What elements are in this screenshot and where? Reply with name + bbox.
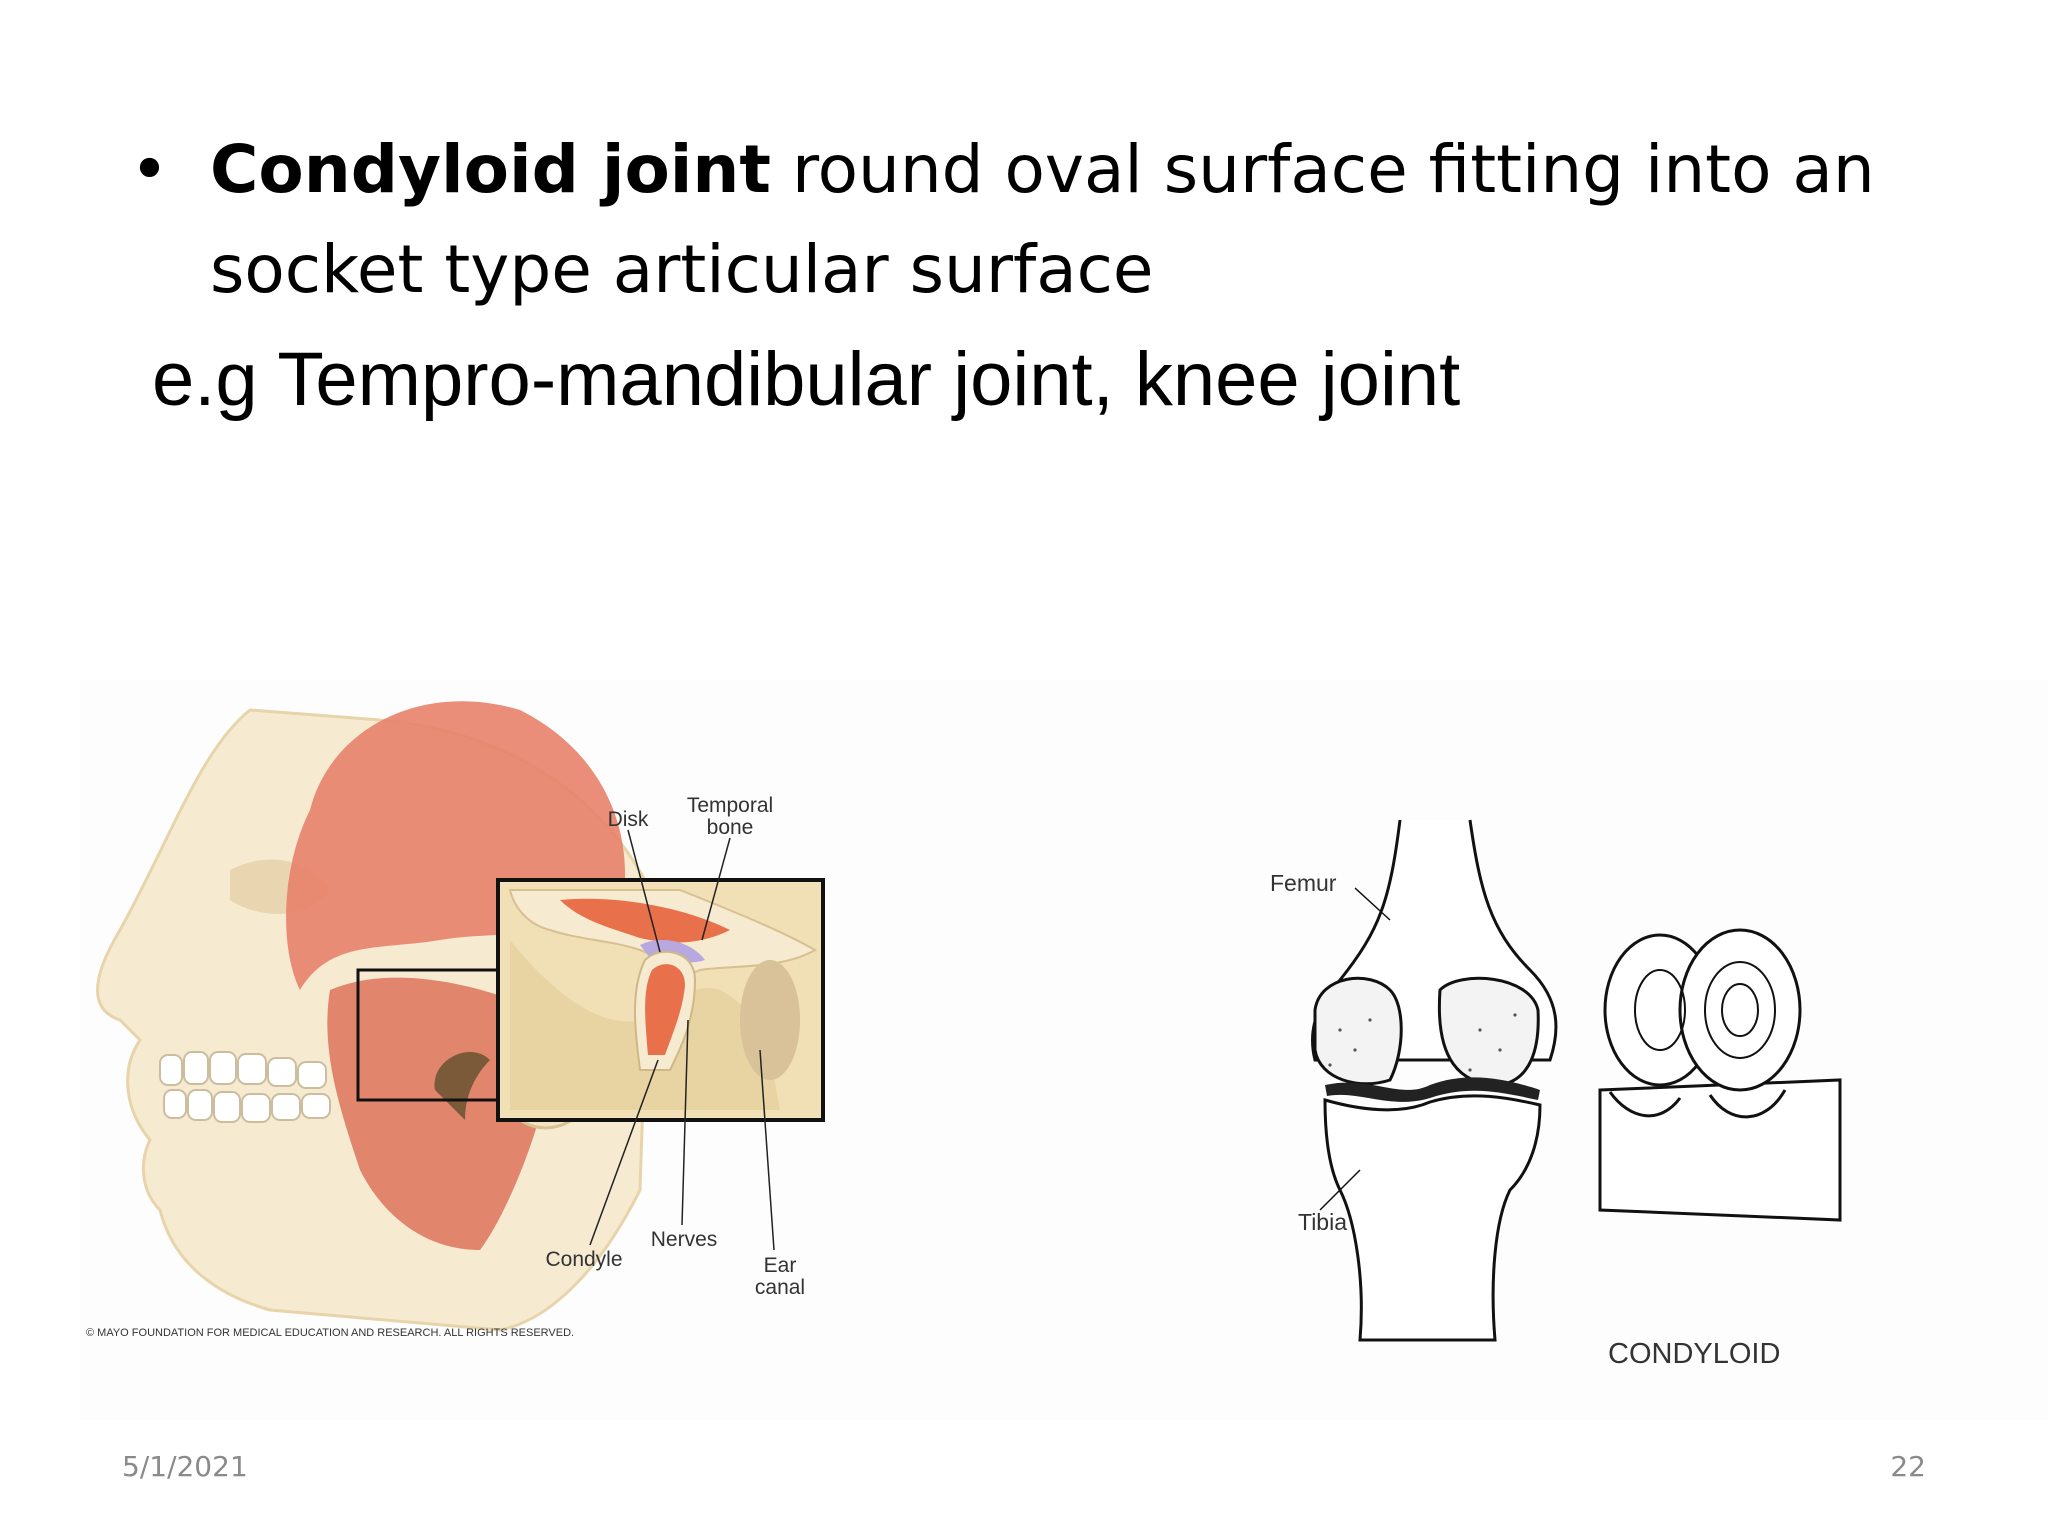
femur-stipple (1328, 1013, 1517, 1072)
femur-condyles (1313, 976, 1540, 1087)
label-temporal-bone-1: Temporal (687, 794, 773, 817)
ear-canal-shape (740, 960, 800, 1080)
bullet-description: round oval surface fitting into an socke… (210, 131, 1875, 308)
copyright-text: © MAYO FOUNDATION FOR MEDICAL EDUCATION … (86, 1327, 574, 1339)
block-model (1598, 1078, 1842, 1222)
teeth (159, 1051, 331, 1123)
label-disk: Disk (608, 808, 649, 831)
footer-date: 5/1/2021 (122, 1450, 248, 1483)
label-ear-canal-2: canal (755, 1276, 805, 1299)
knee-illustration: Femur Tibia CONDYLOID (1270, 819, 1842, 1370)
condyle-marrow (645, 964, 685, 1055)
block-groove (1608, 1089, 1787, 1119)
example-text: e.g Tempro-mandibular joint, knee joint (152, 337, 1461, 422)
roller-right (1678, 928, 1802, 1092)
roller-ring-1 (1704, 961, 1776, 1059)
condyle-shape (434, 1051, 490, 1120)
caption-condyloid: CONDYLOID (1608, 1338, 1780, 1370)
temporal-marrow (560, 898, 730, 943)
bullet-bold-term: Condyloid joint (210, 131, 771, 208)
meniscus (1325, 1077, 1540, 1102)
bullet-dot: • (130, 131, 169, 208)
label-tibia: Tibia (1298, 1209, 1347, 1235)
tmj-illustration: Disk Temporal bone Condyle Nerves Ear ca… (86, 701, 825, 1339)
tibia-bone (1323, 1094, 1542, 1342)
footer-page-number: 22 (1890, 1450, 1926, 1483)
label-temporal-bone-2: bone (707, 816, 754, 839)
label-nerves: Nerves (651, 1228, 718, 1251)
label-ear-canal-1: Ear (764, 1254, 797, 1277)
label-condyle: Condyle (545, 1248, 622, 1271)
label-femur: Femur (1270, 870, 1337, 896)
bullet-text: Condyloid joint round oval surface fitti… (210, 120, 1930, 320)
roller-ring-3 (1634, 969, 1686, 1051)
roller-ring-2 (1721, 983, 1759, 1037)
